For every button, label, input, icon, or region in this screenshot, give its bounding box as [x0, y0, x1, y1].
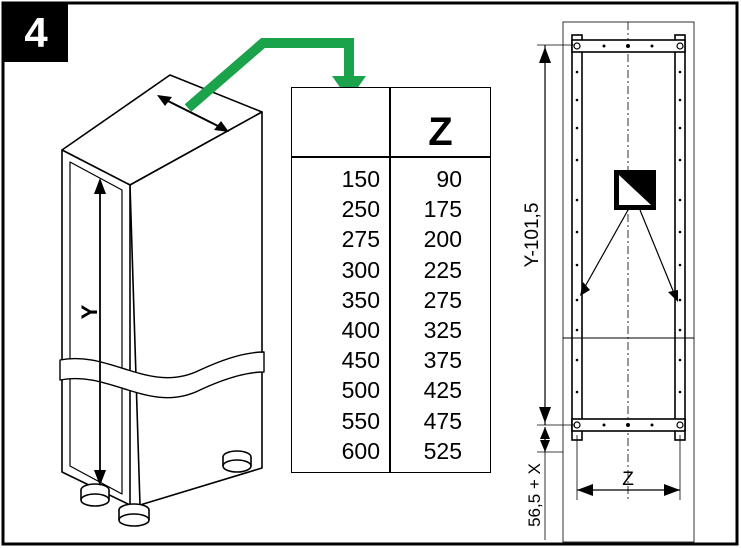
table-cell-y: 350: [341, 286, 380, 313]
rail-spacing-label: Z: [622, 469, 634, 490]
table-cell-z: 200: [423, 226, 462, 253]
table-cell-z: 325: [423, 316, 462, 343]
table-cell-z: 175: [423, 196, 462, 223]
table-column-z: 90 175 200 225 275 325 375 425 475 525: [402, 164, 462, 466]
table-cell-z: 90: [436, 166, 462, 192]
table-column-y: 150 250 275 300 350 400 450 500 550 600: [322, 164, 380, 466]
table-cell-y: 250: [341, 196, 380, 223]
table-cell-y: 150: [341, 166, 380, 192]
table-cell-z: 425: [423, 377, 462, 404]
table-header-divider: [292, 156, 490, 158]
step-number-badge: 4: [4, 4, 68, 62]
table-cell-z: 275: [423, 286, 462, 313]
table-cell-y: 300: [341, 256, 380, 283]
table-cell-y: 600: [341, 437, 380, 464]
table-cell-y: 500: [341, 377, 380, 404]
cabinet-height-label: Y: [77, 304, 102, 319]
table-cell-z: 375: [423, 347, 462, 374]
table-cell-z: 225: [423, 256, 462, 283]
table-cell-y: 550: [341, 407, 380, 434]
table-column-divider: [389, 88, 391, 472]
bottom-offset-label: 56,5 + X: [525, 463, 544, 527]
table-cell-y: 275: [341, 226, 380, 253]
table-cell-y: 400: [341, 316, 380, 343]
rail-diagram: [537, 21, 695, 543]
table-cell-z: 525: [423, 437, 462, 464]
table-cell-z: 475: [423, 407, 462, 434]
rail-length-label: Y-101,5: [522, 203, 543, 268]
table-cell-y: 450: [341, 347, 380, 374]
cabinet-illustration: [59, 74, 265, 527]
table-header-z: Z: [428, 110, 453, 154]
dimension-table: Z 150 250 275 300 350 400 450 500 550 60…: [291, 87, 491, 473]
